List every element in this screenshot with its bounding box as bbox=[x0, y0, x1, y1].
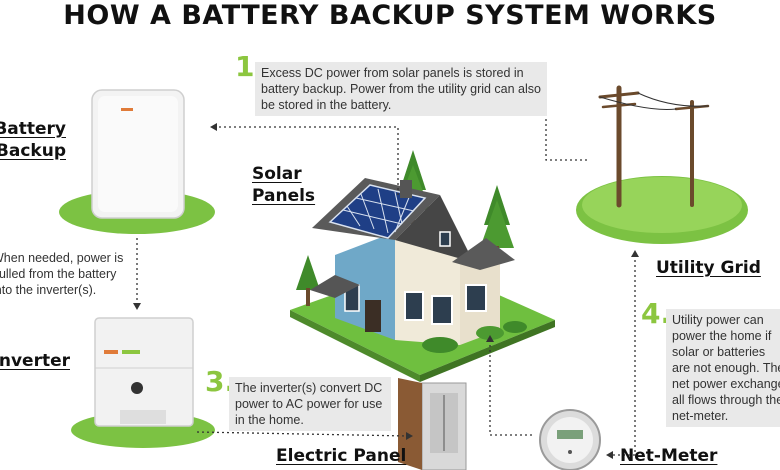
battery-label-line1: Battery bbox=[0, 118, 66, 140]
utility-grid-label: Utility Grid bbox=[656, 257, 761, 279]
arrow-panel-to-house bbox=[490, 340, 532, 435]
electric-panel-label: Electric Panel bbox=[276, 445, 406, 467]
step-2-text: When needed, power is pulled from the ba… bbox=[0, 250, 128, 298]
step-3-text: The inverter(s) convert DC power to AC p… bbox=[229, 377, 391, 431]
battery-backup-label: Battery Backup bbox=[0, 118, 66, 162]
solar-label-line2: Panels bbox=[252, 185, 332, 207]
inverter-unit bbox=[95, 318, 193, 426]
inverter-label: Inverter bbox=[0, 350, 70, 372]
arrow-inverter-to-panel bbox=[197, 432, 408, 436]
solar-label-line1: Solar bbox=[252, 163, 332, 185]
net-meter bbox=[540, 410, 600, 470]
arrow-grid-to-battery bbox=[546, 94, 588, 160]
net-meter-label: Net-Meter bbox=[620, 445, 717, 467]
battery-unit bbox=[92, 90, 184, 218]
solar-panels-label: Solar Panels bbox=[252, 163, 332, 207]
step-1-text: Excess DC power from solar panels is sto… bbox=[255, 62, 547, 116]
arrow-grid-to-meter bbox=[610, 255, 635, 455]
electric-panel bbox=[398, 378, 466, 470]
step-4-text: Utility power can power the home if sola… bbox=[666, 309, 780, 427]
battery-label-line2: Backup bbox=[0, 140, 66, 162]
